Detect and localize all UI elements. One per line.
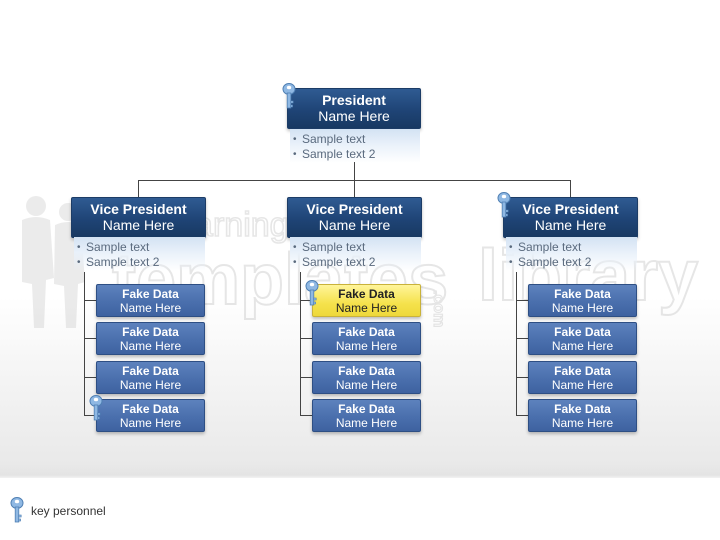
vp-name: Name Here [318, 217, 391, 233]
report-title: Fake Data [122, 287, 179, 301]
report-box[interactable]: Fake Data Name Here [96, 361, 205, 394]
report-title: Fake Data [554, 287, 611, 301]
president-bullet-item: Sample text 2 [293, 147, 420, 162]
vp-bullet-item: Sample text [77, 240, 205, 255]
report-name: Name Here [335, 378, 398, 392]
vp-box[interactable]: Vice President Name Here [503, 197, 638, 238]
president-name: Name Here [318, 108, 390, 124]
report-title: Fake Data [554, 325, 611, 339]
report-title: Fake Data [554, 364, 611, 378]
vp-title: Vice President [522, 201, 619, 217]
report-box[interactable]: Fake Data Name Here [528, 361, 637, 394]
report-title: Fake Data [122, 325, 179, 339]
report-box-highlighted[interactable]: Fake Data Name Here [312, 284, 421, 317]
report-name: Name Here [551, 416, 614, 430]
vp-bullet-item: Sample text 2 [77, 255, 205, 270]
president-box[interactable]: President Name Here [287, 88, 421, 129]
report-title: Fake Data [338, 325, 395, 339]
key-icon [497, 192, 511, 220]
president-bullets: Sample text Sample text 2 [290, 129, 420, 163]
vp-bullet-item: Sample text [293, 240, 421, 255]
report-box[interactable]: Fake Data Name Here [96, 399, 205, 432]
vp-name: Name Here [534, 217, 607, 233]
key-icon [305, 280, 319, 308]
report-title: Fake Data [122, 364, 179, 378]
report-name: Name Here [335, 416, 398, 430]
vp-bullets: Sample text Sample text 2 [290, 237, 421, 271]
report-name: Name Here [551, 301, 614, 315]
vp-bullet-item: Sample text 2 [293, 255, 421, 270]
vp-box[interactable]: Vice President Name Here [287, 197, 422, 238]
report-box[interactable]: Fake Data Name Here [312, 361, 421, 394]
key-icon [89, 395, 103, 423]
key-icon [282, 83, 296, 111]
vp-name: Name Here [102, 217, 175, 233]
report-box[interactable]: Fake Data Name Here [528, 322, 637, 355]
vp-bullet-item: Sample text 2 [509, 255, 637, 270]
report-box[interactable]: Fake Data Name Here [528, 399, 637, 432]
report-title: Fake Data [554, 402, 611, 416]
report-title: Fake Data [338, 287, 395, 301]
report-name: Name Here [119, 416, 182, 430]
report-box[interactable]: Fake Data Name Here [312, 399, 421, 432]
vp-bullets: Sample text Sample text 2 [74, 237, 205, 271]
vp-title: Vice President [90, 201, 187, 217]
report-name: Name Here [551, 339, 614, 353]
president-bullet-item: Sample text [293, 132, 420, 147]
report-box[interactable]: Fake Data Name Here [96, 284, 205, 317]
report-title: Fake Data [338, 364, 395, 378]
report-title: Fake Data [338, 402, 395, 416]
report-box[interactable]: Fake Data Name Here [528, 284, 637, 317]
report-box[interactable]: Fake Data Name Here [312, 322, 421, 355]
report-name: Name Here [119, 339, 182, 353]
legend-label: key personnel [31, 504, 106, 518]
vp-title: Vice President [306, 201, 403, 217]
report-name: Name Here [335, 339, 398, 353]
vp-bullets: Sample text Sample text 2 [506, 237, 637, 271]
president-title: President [322, 92, 386, 108]
vp-box[interactable]: Vice President Name Here [71, 197, 206, 238]
vp-bullet-item: Sample text [509, 240, 637, 255]
report-name: Name Here [551, 378, 614, 392]
report-name: Name Here [119, 301, 182, 315]
footer-band [0, 478, 720, 540]
report-box[interactable]: Fake Data Name Here [96, 322, 205, 355]
report-title: Fake Data [122, 402, 179, 416]
key-icon [10, 497, 24, 525]
report-name: Name Here [335, 301, 398, 315]
report-name: Name Here [119, 378, 182, 392]
